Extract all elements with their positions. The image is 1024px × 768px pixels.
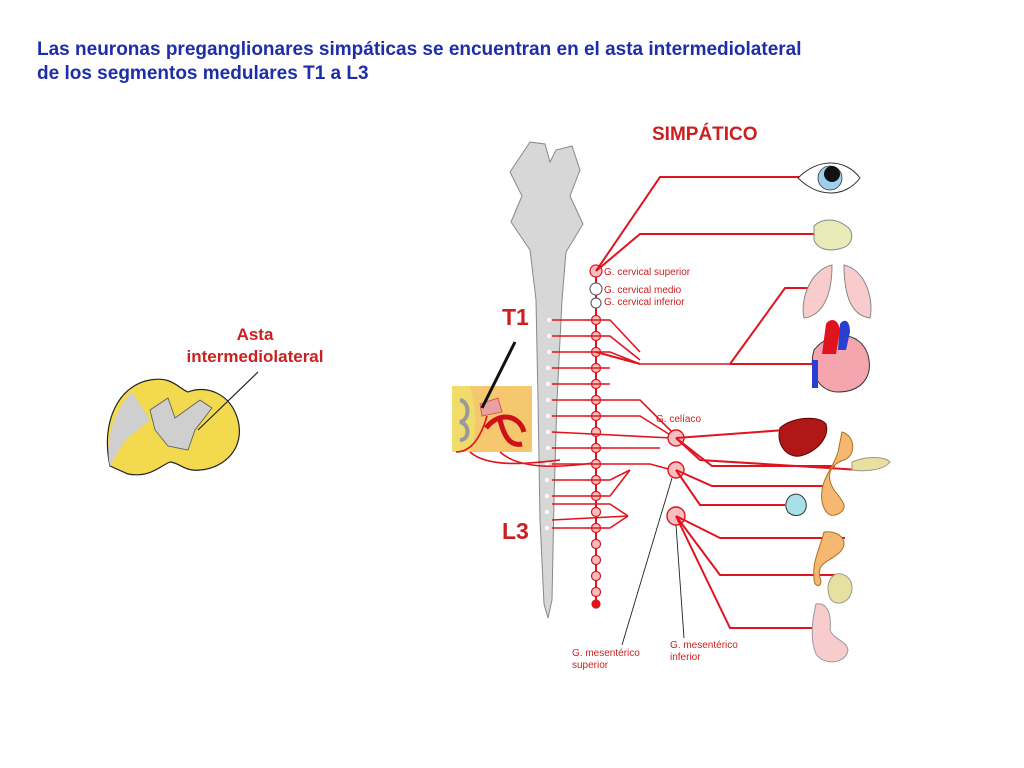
kidney-icon	[785, 493, 807, 516]
segment-l3-label: L3	[502, 518, 529, 544]
ganglion-cervical-medio-label: G. cervical medio	[604, 285, 682, 296]
ganglion-mesenterico-inferior-label: G. mesentérico inferior	[670, 640, 738, 664]
bladder-icon	[827, 573, 853, 604]
spinal-cord-cross-section	[106, 371, 259, 476]
vertebra-inset	[452, 341, 601, 467]
title-line-2: de los segmentos medulares T1 a L3	[37, 63, 369, 84]
simpatico-label: SIMPÁTICO	[652, 124, 758, 145]
asta-label-line-1: Asta	[236, 325, 274, 344]
pancreas-icon	[851, 457, 891, 472]
postganglionic-fibers	[595, 176, 861, 629]
mesenterico-inferior-line-2: inferior	[670, 652, 701, 663]
leader-lines	[621, 477, 685, 646]
ganglion-celiaco-label: G. celíaco	[656, 414, 702, 425]
lungs-icon	[802, 264, 872, 319]
liver-icon	[778, 417, 828, 457]
intestine-icon	[813, 531, 845, 586]
asta-label-line-2: intermediolateral	[186, 347, 324, 366]
ganglion-cervical-superior-label: G. cervical superior	[604, 267, 691, 278]
eye-icon	[797, 162, 861, 194]
mesenterico-superior-line-2: superior	[572, 660, 609, 671]
gland-icon	[813, 219, 853, 251]
segment-t1-label: T1	[502, 304, 529, 330]
page-title: Las neuronas preganglionares simpáticas …	[37, 38, 997, 86]
mesenterico-inferior-line-1: G. mesentérico	[670, 640, 738, 651]
spinal-cord-silhouette	[509, 141, 584, 619]
ganglion-mesenterico-superior-label: G. mesentérico superior	[572, 648, 640, 672]
ganglion-cervical-inferior-label: G. cervical inferior	[604, 297, 685, 308]
sympathetic-chain	[589, 264, 603, 609]
stomach-icon	[821, 431, 854, 516]
preganglionic-fibers	[551, 319, 730, 529]
heart-icon	[811, 320, 870, 393]
genitals-icon	[811, 603, 849, 663]
mesenterico-superior-line-1: G. mesentérico	[572, 648, 640, 659]
title-line-1: Las neuronas preganglionares simpáticas …	[37, 39, 802, 60]
asta-intermediolateral-label: Asta intermediolateral	[150, 324, 360, 368]
